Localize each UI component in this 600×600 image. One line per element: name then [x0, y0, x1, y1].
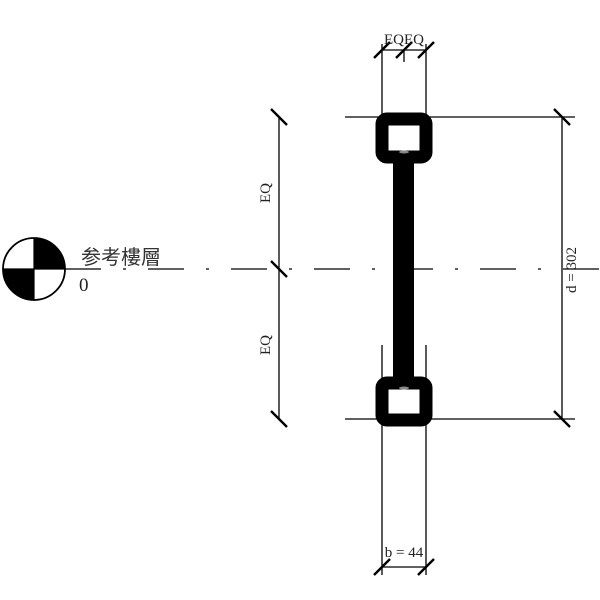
top-eq-dimension[interactable] — [373, 41, 435, 117]
left-upper-eq-label: EQ — [258, 183, 274, 203]
depth-label: d = 302 — [564, 247, 580, 293]
left-eq-dimension[interactable] — [270, 108, 288, 428]
left-lower-eq-label: EQ — [258, 335, 274, 355]
width-label: b = 44 — [385, 545, 424, 561]
level-head-icon[interactable] — [2, 237, 66, 301]
beam-section-profile[interactable] — [375, 112, 433, 427]
level-name[interactable]: 参考樓層 — [81, 245, 161, 269]
depth-dimension[interactable] — [553, 108, 571, 428]
top-eq-label: EQEQ — [384, 32, 424, 48]
level-elevation[interactable]: 0 — [79, 275, 89, 296]
